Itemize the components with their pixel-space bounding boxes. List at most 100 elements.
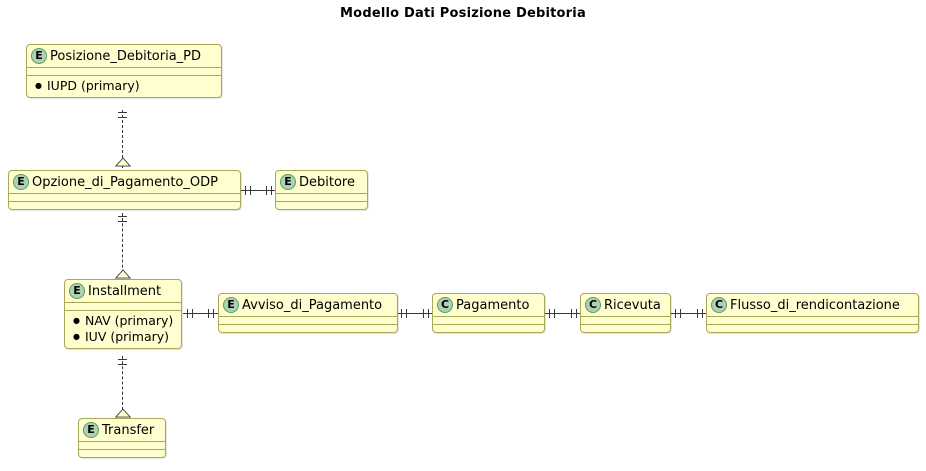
compartment-divider: [9, 201, 240, 202]
empty-compartment: [433, 317, 544, 324]
compartment-divider: [581, 324, 670, 325]
compartment-divider: [27, 75, 221, 76]
edge-avviso-to-pagamento-tick-a: [401, 309, 402, 318]
compartment-divider: [65, 310, 181, 311]
edge-odp-to-pd-tick-b: [118, 117, 127, 118]
edge-pagamento-to-ricevuta-tick-c: [571, 309, 572, 318]
node-title: Flusso_di_rendicontazione: [730, 297, 900, 313]
compartment-divider: [27, 67, 221, 68]
compartment-divider: [581, 316, 670, 317]
node-debitore[interactable]: E Debitore: [275, 170, 368, 210]
empty-compartment: [9, 202, 240, 209]
entity-stereotype-icon: E: [280, 174, 296, 190]
edge-transfer-to-installment: [122, 356, 123, 415]
entity-stereotype-icon: E: [69, 283, 85, 299]
edge-avviso-to-pagamento-tick-c: [423, 309, 424, 318]
edge-transfer-to-installment-tick-a: [118, 359, 127, 360]
edge-installment-to-avviso-tick-b: [192, 309, 193, 318]
empty-compartment: [27, 68, 221, 75]
edge-installment-to-odp-tick-a: [118, 216, 127, 217]
edge-pagamento-to-ricevuta-tick-a: [549, 309, 550, 318]
class-stereotype-icon: C: [711, 297, 727, 313]
compartment-divider: [276, 201, 367, 202]
node-header: C Pagamento: [433, 294, 544, 316]
attribute-row: IUPD (primary): [33, 78, 215, 94]
node-installment[interactable]: E Installment NAV (primary) IUV (primary…: [64, 279, 182, 349]
empty-compartment: [276, 202, 367, 209]
compartment-divider: [276, 193, 367, 194]
node-opzione-di-pagamento-odp[interactable]: E Opzione_di_Pagamento_ODP: [8, 170, 241, 210]
empty-compartment: [707, 325, 918, 332]
compartment-divider: [707, 324, 918, 325]
edge-ricevuta-to-flusso-tick-b: [680, 309, 681, 318]
node-header: E Avviso_di_Pagamento: [219, 294, 397, 316]
compartment-divider: [219, 316, 397, 317]
entity-stereotype-icon: E: [13, 174, 29, 190]
entity-stereotype-icon: E: [223, 297, 239, 313]
compartment-divider: [219, 324, 397, 325]
edge-installment-to-odp-tick-b: [118, 221, 127, 222]
empty-compartment: [581, 325, 670, 332]
node-transfer[interactable]: E Transfer: [78, 418, 166, 458]
node-header: E Installment: [65, 280, 181, 302]
edge-installment-to-odp: [122, 213, 123, 278]
edge-odp-to-debitore-tick-c: [266, 186, 267, 195]
edge-odp-to-pd: [122, 110, 123, 168]
node-title: Transfer: [102, 422, 155, 438]
entity-stereotype-icon: E: [83, 422, 99, 438]
node-header: E Opzione_di_Pagamento_ODP: [9, 171, 240, 193]
edge-odp-to-debitore-tick-b: [250, 186, 251, 195]
edge-odp-to-pd-generalization-arrow: [114, 157, 132, 167]
edge-transfer-to-installment-generalization-arrow: [114, 408, 132, 418]
edge-installment-to-odp-generalization-arrow: [114, 269, 132, 279]
compartment-divider: [9, 193, 240, 194]
compartment-divider: [65, 302, 181, 303]
entity-stereotype-icon: E: [31, 48, 47, 64]
empty-compartment: [433, 325, 544, 332]
edge-odp-to-debitore-tick-d: [271, 186, 272, 195]
attribute-row: NAV (primary): [71, 313, 175, 329]
node-title: Debitore: [299, 174, 355, 190]
attributes-compartment: IUPD (primary): [27, 76, 221, 97]
edge-avviso-to-pagamento-tick-d: [428, 309, 429, 318]
empty-compartment: [581, 317, 670, 324]
compartment-divider: [79, 441, 165, 442]
empty-compartment: [79, 450, 165, 457]
edge-avviso-to-pagamento-tick-b: [406, 309, 407, 318]
node-title: Posizione_Debitoria_PD: [50, 48, 202, 64]
node-header: C Ricevuta: [581, 294, 670, 316]
node-title: Installment: [88, 283, 162, 299]
attributes-compartment: NAV (primary) IUV (primary): [65, 311, 181, 348]
compartment-divider: [707, 316, 918, 317]
attribute-row: IUV (primary): [71, 329, 175, 345]
edge-avviso-to-pagamento: [397, 313, 433, 314]
edge-odp-to-debitore: [241, 190, 275, 191]
edge-ricevuta-to-flusso-tick-c: [697, 309, 698, 318]
node-avviso-di-pagamento[interactable]: E Avviso_di_Pagamento: [218, 293, 398, 333]
edge-transfer-to-installment-tick-b: [118, 364, 127, 365]
edge-ricevuta-to-flusso-tick-d: [702, 309, 703, 318]
node-flusso-di-rendicontazione[interactable]: C Flusso_di_rendicontazione: [706, 293, 919, 333]
edge-ricevuta-to-flusso: [671, 313, 707, 314]
empty-compartment: [219, 325, 397, 332]
node-header: E Posizione_Debitoria_PD: [27, 45, 221, 67]
node-ricevuta[interactable]: C Ricevuta: [580, 293, 671, 333]
edge-odp-to-debitore-tick-a: [245, 186, 246, 195]
node-posizione-debitoria-pd[interactable]: E Posizione_Debitoria_PD IUPD (primary): [26, 44, 222, 98]
class-stereotype-icon: C: [437, 297, 453, 313]
edge-installment-to-avviso-tick-c: [208, 309, 209, 318]
edge-pagamento-to-ricevuta-tick-b: [554, 309, 555, 318]
compartment-divider: [433, 324, 544, 325]
node-title: Ricevuta: [604, 297, 661, 313]
compartment-divider: [79, 449, 165, 450]
empty-compartment: [219, 317, 397, 324]
empty-compartment: [276, 194, 367, 201]
empty-compartment: [79, 442, 165, 449]
diagram-title: Modello Dati Posizione Debitoria: [340, 6, 586, 21]
edge-odp-to-pd-tick-a: [118, 112, 127, 113]
edge-pagamento-to-ricevuta-tick-d: [576, 309, 577, 318]
node-pagamento[interactable]: C Pagamento: [432, 293, 545, 333]
edge-ricevuta-to-flusso-tick-a: [675, 309, 676, 318]
node-header: E Debitore: [276, 171, 367, 193]
empty-compartment: [65, 303, 181, 310]
